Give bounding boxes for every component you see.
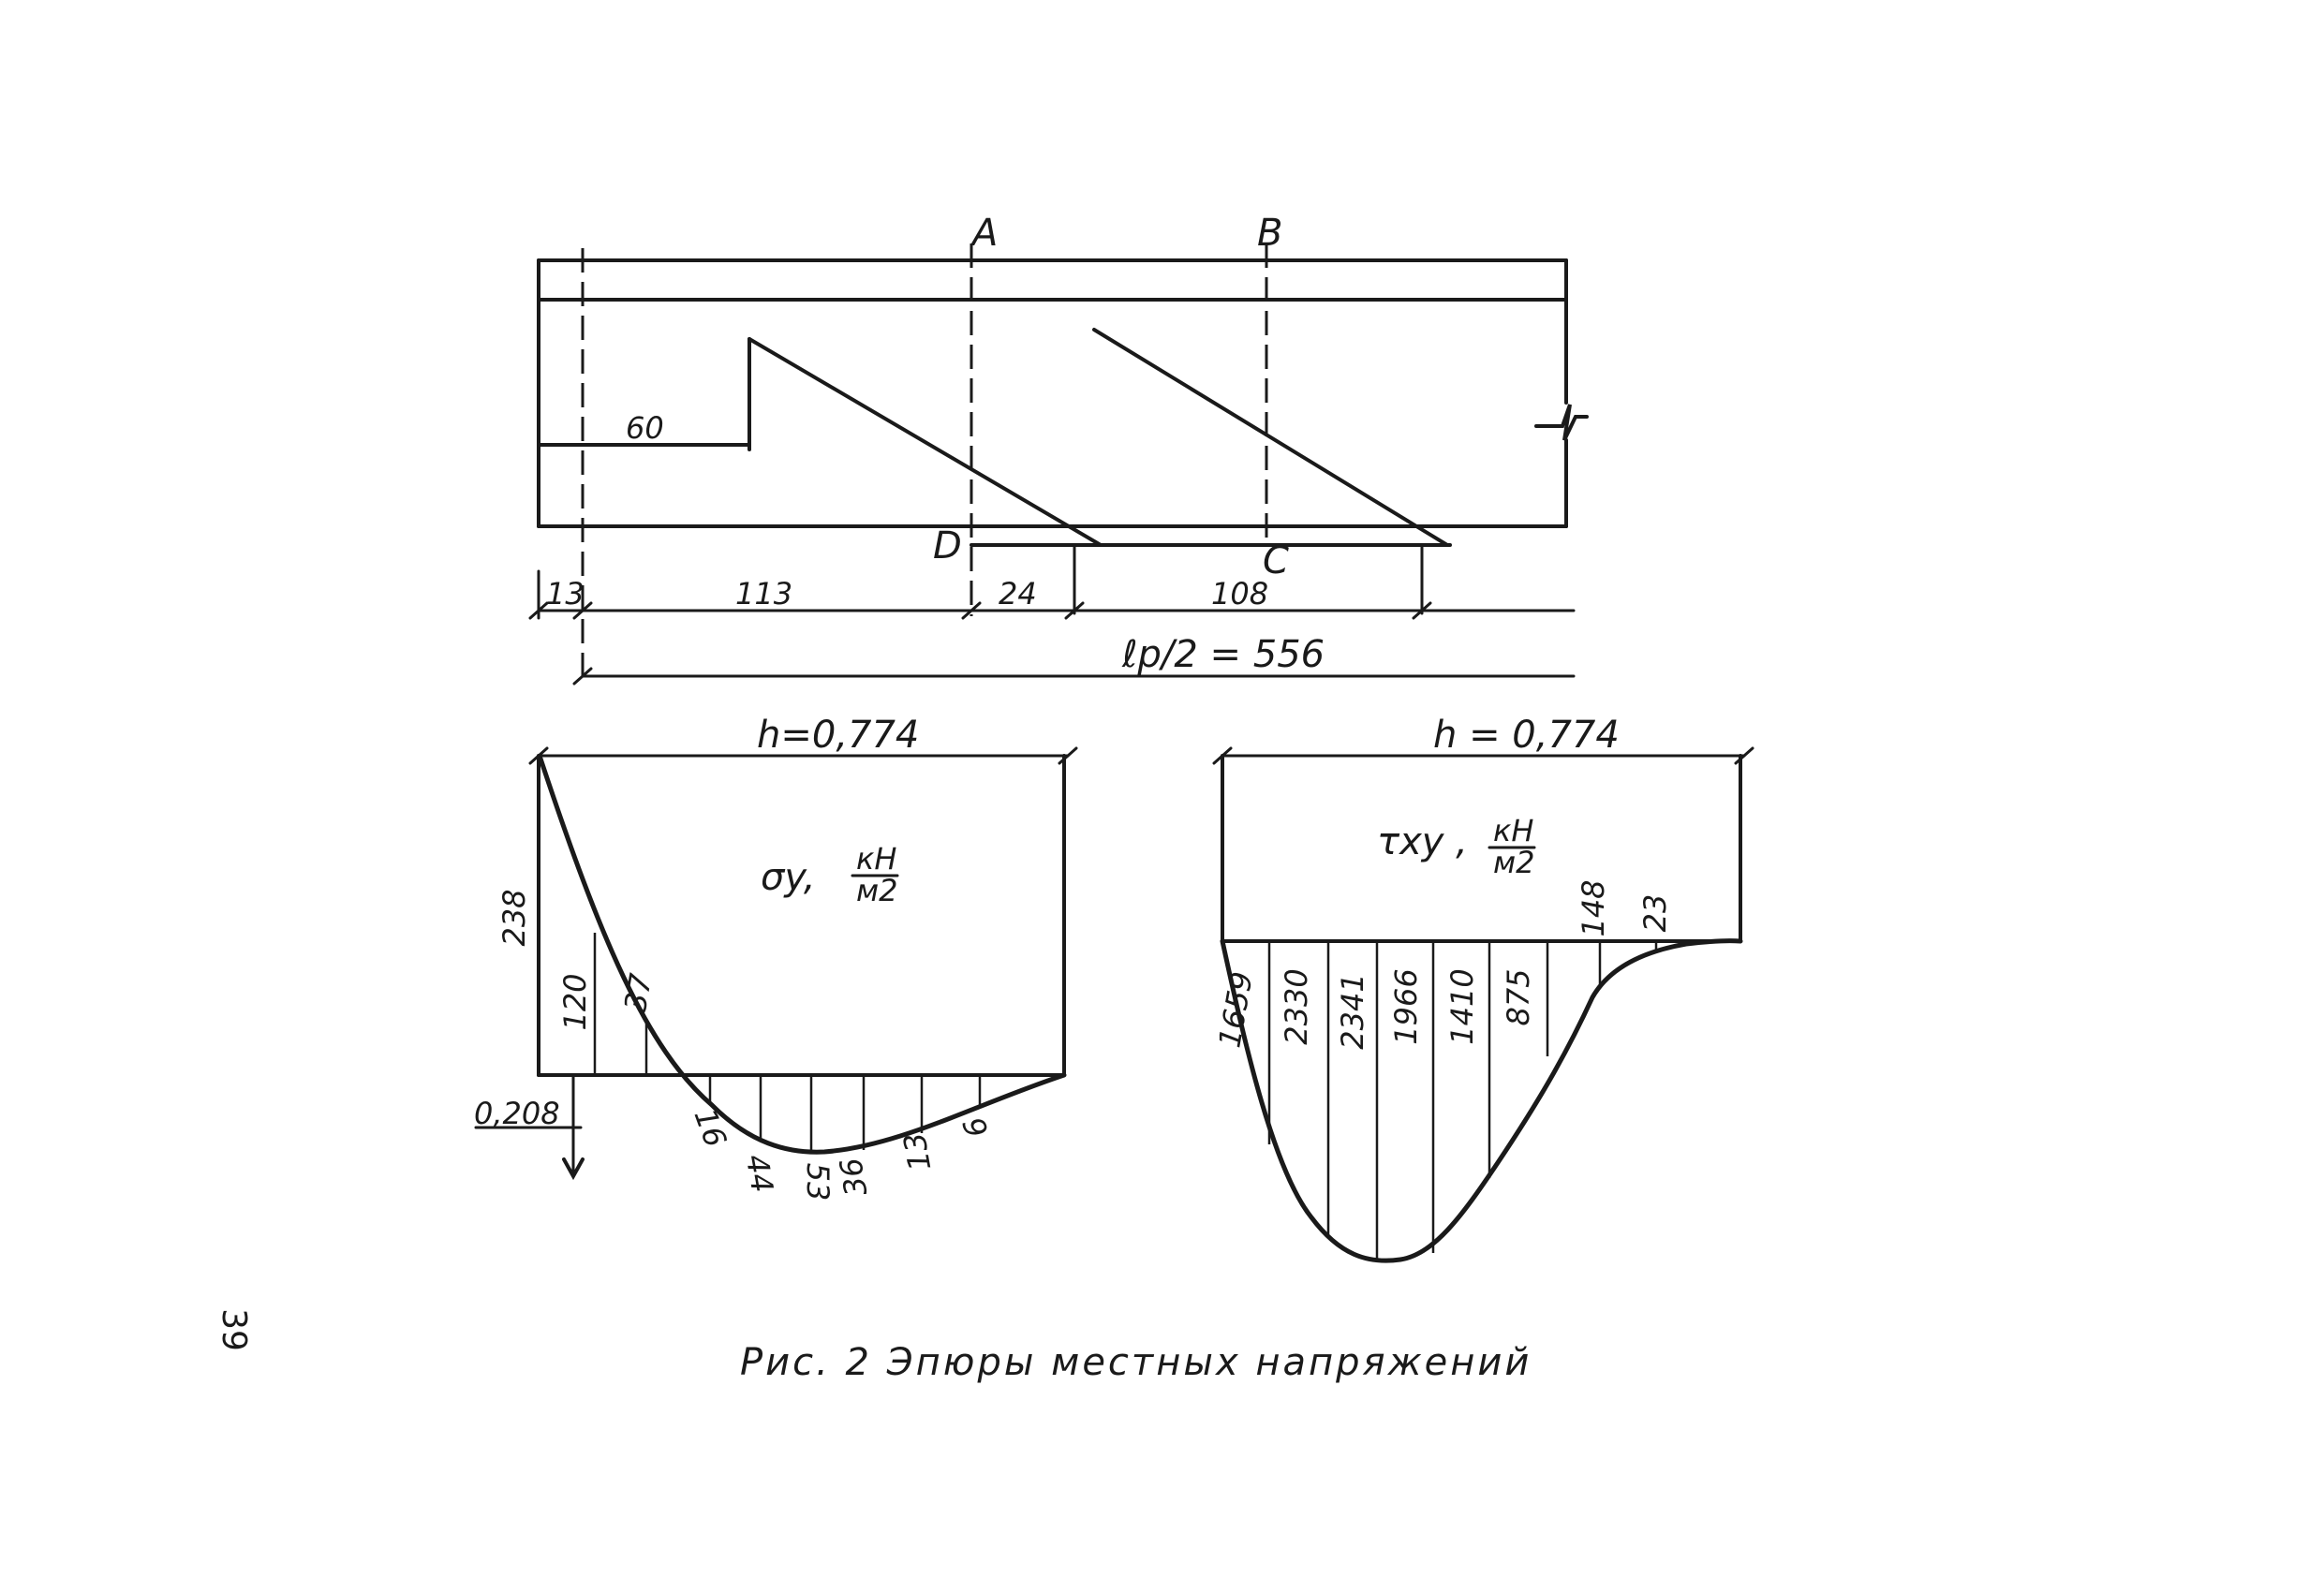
tau-value-1659: 1659 — [1211, 969, 1260, 1051]
beam-scheme: 60 A B D C 13 113 24 108 ℓp/2 = 556 — [528, 212, 1589, 685]
dim-13-label: 13 — [546, 576, 585, 612]
half-span-label: ℓp/2 = 556 — [1121, 633, 1325, 676]
sigma-value-37: 37 — [617, 970, 659, 1014]
section-a-label: A — [970, 212, 998, 255]
tau-value-2341: 2341 — [1335, 973, 1370, 1049]
tau-height-label: h = 0,774 — [1433, 714, 1620, 757]
tau-value-1410: 1410 — [1444, 968, 1480, 1044]
sigma-value-16: 16 — [688, 1104, 734, 1152]
tau-quantity-label: τxy , — [1377, 820, 1468, 863]
point-c-label: C — [1263, 539, 1289, 582]
dim-113-label: 113 — [735, 576, 792, 612]
figure-caption: Рис. 2 Эпюры местных напряжений — [740, 1341, 1532, 1384]
sigma-value-120: 120 — [557, 973, 593, 1030]
section-b-label: B — [1257, 212, 1282, 255]
sigma-value-44: 44 — [739, 1152, 780, 1196]
sigma-value-6: 6 — [955, 1113, 996, 1142]
sigma-value-238: 238 — [496, 889, 532, 946]
dim-60-label: 60 — [626, 410, 664, 446]
tau-value-148: 148 — [1576, 879, 1611, 936]
sigma-unit-den: м2 — [856, 873, 898, 908]
dim-24-label: 24 — [999, 576, 1037, 612]
sigma-value-13: 13 — [896, 1130, 938, 1174]
sigma-value-36: 36 — [833, 1156, 874, 1200]
sigma-height-label: h=0,774 — [757, 714, 919, 757]
tau-value-2330: 2330 — [1279, 968, 1314, 1044]
tau-unit-den: м2 — [1493, 845, 1535, 880]
sigma-y-diagram: h=0,774 0,208 238 120 37 16 44 53 36 13 … — [474, 714, 1078, 1201]
sigma-unit-num: кН — [856, 841, 896, 877]
point-d-label: D — [933, 524, 962, 568]
tau-unit-num: кН — [1493, 813, 1533, 848]
sigma-quantity-label: σy, — [761, 856, 816, 899]
tau-xy-diagram: h = 0,774 1659 2330 2341 1966 1410 875 1… — [1211, 714, 1754, 1263]
tau-value-875: 875 — [1501, 968, 1536, 1025]
tau-value-1966: 1966 — [1388, 968, 1424, 1044]
page-number: 39 — [215, 1308, 253, 1351]
offset-label: 0,208 — [474, 1096, 560, 1131]
sigma-value-53: 53 — [800, 1163, 836, 1201]
dim-108-label: 108 — [1211, 576, 1268, 612]
tau-value-23: 23 — [1637, 894, 1673, 933]
